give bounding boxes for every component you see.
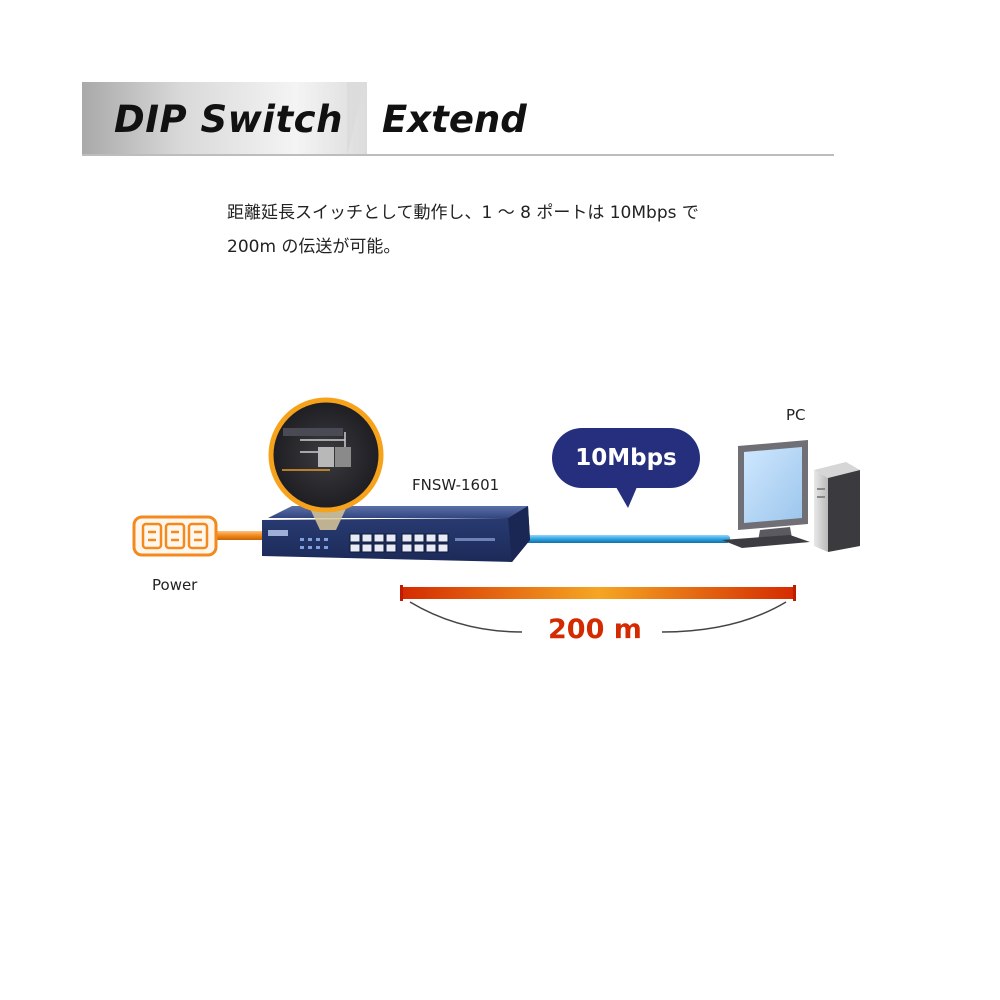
- banner-subtitle: Extend: [382, 98, 527, 141]
- dip-switch-magnifier: [268, 397, 384, 513]
- speed-bubble: 10Mbps: [552, 428, 700, 488]
- description-line-2: 200m の伝送が可能。: [227, 237, 401, 257]
- banner-title: DIP Switch: [114, 98, 343, 141]
- header-banner: DIP Switch Extend: [82, 82, 834, 158]
- network-switch-icon: [262, 506, 530, 562]
- description-text: 距離延長スイッチとして動作し、1 ～ 8 ポートは 10Mbps で 200m …: [227, 196, 807, 264]
- pc-tower-icon: [814, 462, 860, 552]
- power-strip: [132, 515, 218, 557]
- distance-label: 200 m: [548, 614, 642, 645]
- power-label: Power: [152, 576, 198, 594]
- switch-ports: [349, 533, 449, 553]
- pc-monitor-icon: [722, 440, 810, 548]
- switch-model-label: FNSW-1601: [412, 476, 500, 494]
- banner-slant-edge: [347, 82, 365, 156]
- network-cable: [525, 535, 730, 543]
- power-outlet-icon: [141, 522, 209, 550]
- description-line-1: 距離延長スイッチとして動作し、1 ～ 8 ポートは 10Mbps で: [227, 203, 699, 223]
- pc-label: PC: [786, 406, 806, 424]
- banner-underline: [82, 154, 834, 156]
- distance-indicator: [400, 585, 796, 633]
- power-cable: [212, 531, 272, 540]
- banner-title-background: [82, 82, 367, 156]
